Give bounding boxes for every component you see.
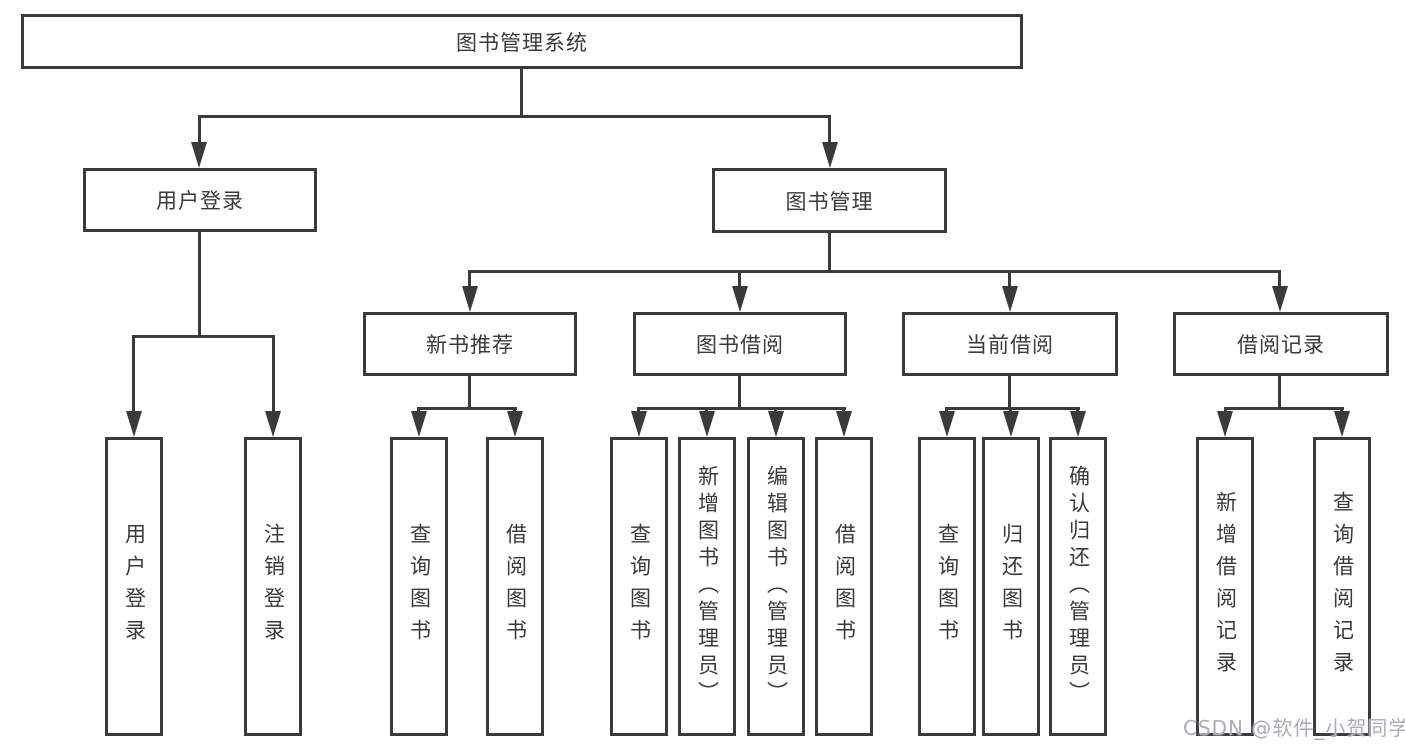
connector-line — [828, 233, 831, 273]
arrow-down-icon — [507, 411, 523, 437]
leaf-add-books-admin: 新增图书（管理员） — [678, 437, 736, 736]
arrow-down-icon — [939, 411, 955, 437]
leaf-label: 归还图书 — [999, 522, 1024, 651]
leaf-label: 注销登录 — [261, 522, 286, 651]
connector-line — [468, 270, 1281, 273]
connector-line — [1224, 407, 1344, 410]
connector-line — [132, 335, 135, 415]
arrow-down-icon — [411, 411, 427, 437]
connector-line — [272, 335, 275, 415]
leaf-confirm-return-admin: 确认归还（管理员） — [1049, 437, 1107, 736]
connector-line — [637, 407, 846, 410]
leaf-user-login: 用户登录 — [105, 437, 163, 736]
connector-line — [417, 407, 517, 410]
leaf-label: 用户登录 — [122, 522, 147, 651]
leaf-query-books-current: 查询图书 — [918, 437, 976, 736]
connector-line — [520, 69, 523, 118]
arrow-down-icon — [462, 286, 478, 312]
connector-line — [1008, 270, 1011, 294]
leaf-label: 借阅图书 — [503, 522, 528, 651]
connector-line — [468, 270, 471, 294]
arrow-down-icon — [126, 411, 142, 437]
leaf-borrow-books-borrowing: 借阅图书 — [815, 437, 873, 736]
leaf-label: 新增借阅记录 — [1213, 490, 1238, 683]
node-label: 图书管理系统 — [456, 30, 588, 55]
node-new-book-recommend: 新书推荐 — [363, 312, 577, 376]
node-borrowing-records: 借阅记录 — [1173, 312, 1389, 376]
leaf-label: 借阅图书 — [832, 522, 857, 651]
leaf-label: 新增图书（管理员） — [695, 465, 720, 708]
arrow-down-icon — [1334, 411, 1350, 437]
connector-line — [198, 115, 831, 118]
arrow-down-icon — [1070, 411, 1086, 437]
leaf-edit-books-admin: 编辑图书（管理员） — [747, 437, 805, 736]
connector-line — [828, 115, 831, 147]
leaf-label: 查询图书 — [935, 522, 960, 651]
node-label: 当前借阅 — [966, 333, 1054, 357]
leaf-label: 查询图书 — [407, 522, 432, 651]
arrow-down-icon — [631, 411, 647, 437]
arrow-down-icon — [699, 411, 715, 437]
watermark: CSDN @软件_小贺同学 — [1183, 716, 1405, 740]
arrow-down-icon — [732, 286, 748, 312]
arrow-down-icon — [1003, 411, 1019, 437]
leaf-return-books: 归还图书 — [982, 437, 1040, 736]
leaf-query-books-recommend: 查询图书 — [390, 437, 448, 736]
node-label: 用户登录 — [156, 189, 244, 213]
arrow-down-icon — [1272, 286, 1288, 312]
arrow-down-icon — [191, 142, 207, 168]
connector-line — [132, 335, 275, 338]
node-label: 图书借阅 — [696, 333, 784, 357]
connector-line — [1278, 376, 1281, 410]
connector-line — [198, 115, 201, 147]
connector-line — [1008, 376, 1011, 410]
node-book-management: 图书管理 — [712, 168, 947, 233]
arrow-down-icon — [1002, 286, 1018, 312]
leaf-label: 确认归还（管理员） — [1066, 465, 1091, 708]
connector-line — [468, 376, 471, 410]
node-user-login: 用户登录 — [83, 168, 317, 232]
leaf-label: 查询借阅记录 — [1330, 490, 1355, 683]
leaf-label: 编辑图书（管理员） — [764, 465, 789, 708]
connector-line — [1278, 270, 1281, 294]
arrow-down-icon — [836, 411, 852, 437]
arrow-down-icon — [768, 411, 784, 437]
leaf-logout: 注销登录 — [244, 437, 302, 736]
arrow-down-icon — [822, 142, 838, 168]
arrow-down-icon — [1217, 411, 1233, 437]
arrow-down-icon — [265, 411, 281, 437]
connector-line — [945, 407, 1080, 410]
leaf-query-borrow-record: 查询借阅记录 — [1313, 437, 1371, 736]
connector-line — [738, 270, 741, 294]
leaf-borrow-books-recommend: 借阅图书 — [486, 437, 544, 736]
node-label: 新书推荐 — [426, 333, 514, 357]
node-label: 借阅记录 — [1237, 333, 1325, 357]
connector-line — [738, 376, 741, 410]
node-current-borrowing: 当前借阅 — [902, 312, 1118, 376]
leaf-label: 查询图书 — [627, 522, 652, 651]
node-library-management-system: 图书管理系统 — [21, 14, 1023, 69]
node-book-borrowing: 图书借阅 — [633, 312, 847, 376]
leaf-query-books-borrowing: 查询图书 — [610, 437, 668, 736]
leaf-add-borrow-record: 新增借阅记录 — [1196, 437, 1254, 736]
node-label: 图书管理 — [785, 189, 874, 214]
connector-line — [198, 232, 201, 338]
